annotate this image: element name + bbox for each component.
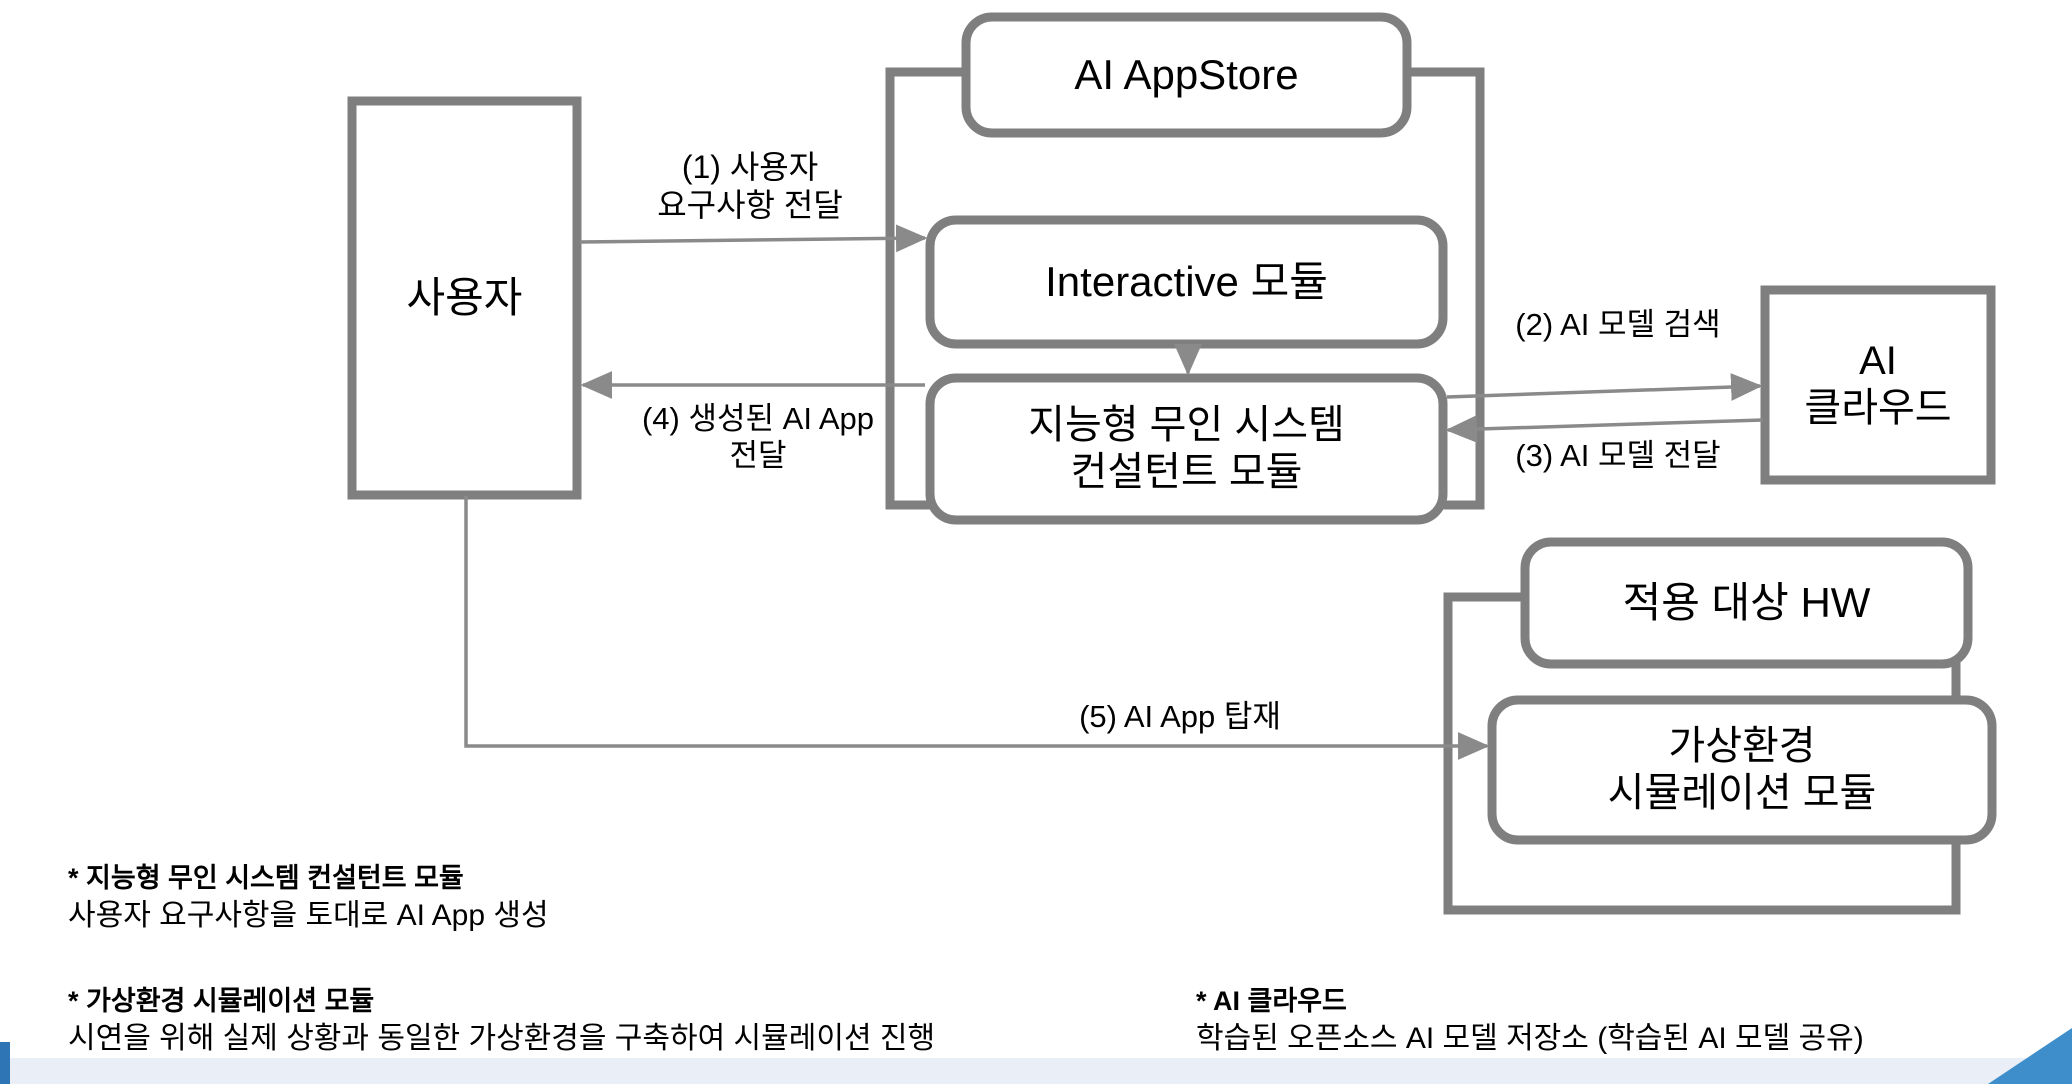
edge-3-label: (3) AI 모델 전달: [1515, 438, 1721, 473]
appstore-box-label: AI AppStore: [1074, 51, 1299, 99]
note-ai-cloud-body: 학습된 오픈소스 AI 모델 저장소 (학습된 AI 모델 공유): [1196, 1021, 1864, 1055]
interactive-module-label: Interactive 모듈: [1045, 258, 1328, 306]
footer-band: [0, 1058, 2072, 1084]
edge-1-label: (1) 사용자 요구사항 전달: [657, 149, 843, 224]
note-consultant-module-body: 사용자 요구사항을 토대로 AI App 생성: [68, 898, 549, 932]
edge-3-arrow: [1445, 415, 1764, 443]
footer-triangle-decoration: [1988, 1028, 2072, 1084]
note-simulation-module: * 가상환경 시뮬레이션 모듈 시연을 위해 실제 상황과 동일한 가상환경을 …: [68, 985, 1248, 1058]
edge-5-label: (5) AI App 탑재: [1079, 699, 1281, 734]
edge-4-label: (4) 생성된 AI App 전달: [641, 401, 875, 474]
note-simulation-module-title: * 가상환경 시뮬레이션 모듈: [68, 986, 375, 1016]
footer-accent-bar: [0, 1042, 10, 1084]
note-simulation-module-body: 시연을 위해 실제 상황과 동일한 가상환경을 구축하여 시뮬레이션 진행: [68, 1021, 936, 1055]
note-consultant-module-title: * 지능형 무인 시스템 컨설턴트 모듈: [68, 863, 464, 893]
user-box-label: 사용자: [406, 274, 523, 322]
note-ai-cloud-title: * AI 클라우드: [1196, 986, 1347, 1016]
consultant-module-label: 지능형 무인 시스템 컨설턴트 모듈: [1028, 402, 1345, 494]
edge-2-label: (2) AI 모델 검색: [1515, 307, 1721, 342]
note-ai-cloud: * AI 클라우드 학습된 오픈소스 AI 모델 저장소 (학습된 AI 모델 …: [1196, 985, 2072, 1058]
edge-1-arrow: [579, 224, 928, 253]
edge-2-arrow: [1446, 373, 1763, 401]
simulation-module-label: 가상환경 시뮬레이션 모듈: [1607, 723, 1877, 815]
note-consultant-module: * 지능형 무인 시스템 컨설턴트 모듈 사용자 요구사항을 토대로 AI Ap…: [68, 862, 1068, 935]
ai-cloud-label: AI 클라우드: [1804, 338, 1952, 430]
target-hw-label: 적용 대상 HW: [1622, 579, 1871, 627]
